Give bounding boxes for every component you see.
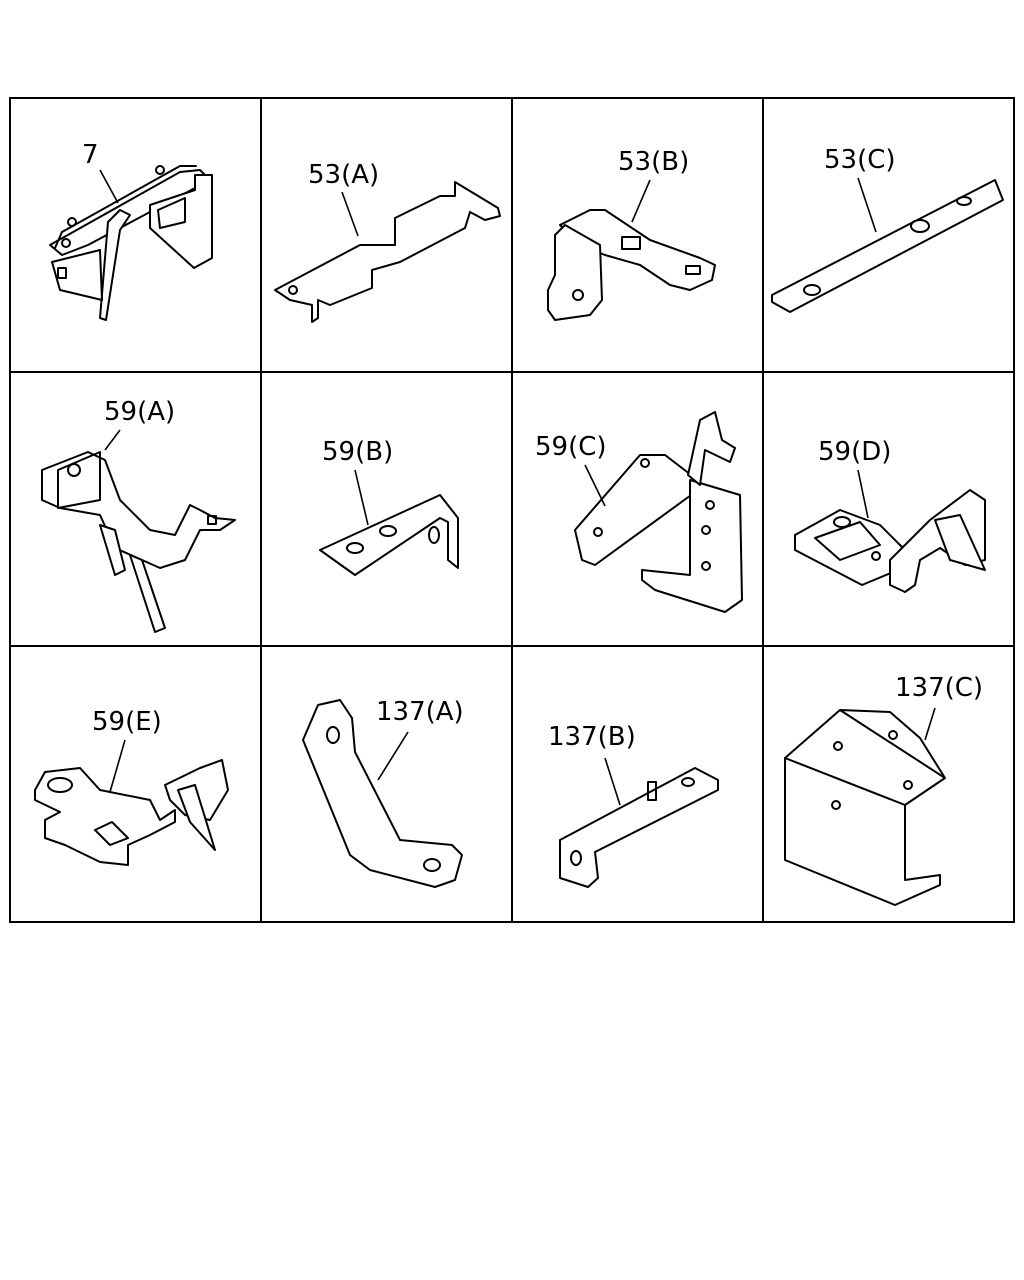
cell-59a: 59(A) <box>41 397 236 633</box>
label-53a: 53(A) <box>308 160 379 190</box>
part-59a-drawing <box>41 451 236 633</box>
label-137c: 137(C) <box>895 673 983 703</box>
leader-53b <box>631 179 651 223</box>
part-59b-drawing <box>319 494 459 576</box>
leader-59a <box>104 429 121 451</box>
part-59e-drawing <box>34 759 229 866</box>
label-137b: 137(B) <box>548 722 636 752</box>
label-53b: 53(B) <box>618 147 689 177</box>
part-137a-drawing <box>302 699 463 888</box>
label-59c: 59(C) <box>535 432 607 462</box>
label-59d: 59(D) <box>818 437 891 467</box>
cell-59e: 59(E) <box>34 707 229 866</box>
cell-137b: 137(B) <box>548 722 719 888</box>
leader-59e <box>109 739 126 793</box>
cell-53c: 53(C) <box>771 145 1004 313</box>
label-59a: 59(A) <box>104 397 175 427</box>
part-53c-drawing <box>771 179 1004 313</box>
part-137c-drawing <box>784 709 946 906</box>
label-7: 7 <box>82 140 99 170</box>
leader-53c <box>857 177 877 233</box>
label-137a: 137(A) <box>376 697 464 727</box>
leader-7 <box>99 169 119 204</box>
cell-59c: 59(C) <box>535 411 743 613</box>
part-137b-drawing <box>559 767 719 888</box>
leader-137a <box>377 731 409 781</box>
part-59c-drawing <box>574 411 743 613</box>
leader-137b <box>604 757 621 806</box>
part-7-drawing <box>49 165 213 321</box>
cell-137c: 137(C) <box>784 673 983 906</box>
label-59b: 59(B) <box>322 437 393 467</box>
grid <box>9 97 1015 923</box>
label-59e: 59(E) <box>92 707 162 737</box>
cell-53a: 53(A) <box>274 160 501 323</box>
leader-53a <box>341 191 359 237</box>
label-53c: 53(C) <box>824 145 896 175</box>
leader-59b <box>354 469 369 526</box>
leader-137c <box>924 707 936 741</box>
cell-59d: 59(D) <box>794 437 986 593</box>
leader-59c <box>584 464 606 507</box>
cell-53b: 53(B) <box>547 147 716 321</box>
part-53a-drawing <box>274 181 501 323</box>
cell-7: 7 <box>49 140 213 321</box>
cell-137a: 137(A) <box>302 697 464 888</box>
part-53b-drawing <box>547 209 716 321</box>
leader-59d <box>857 469 869 519</box>
cell-59b: 59(B) <box>319 437 459 576</box>
part-59d-drawing <box>794 489 986 593</box>
